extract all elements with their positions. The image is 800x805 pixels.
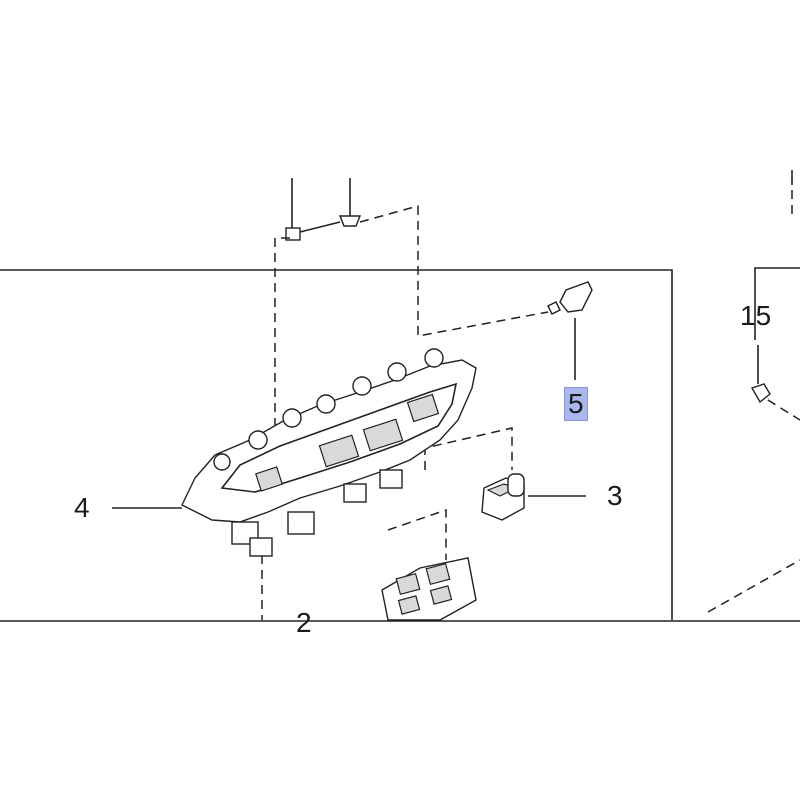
bezel-lower-tabs: [231, 469, 403, 557]
bezel-opening: [406, 393, 440, 423]
mount-tab: [213, 453, 231, 471]
mount-tab: [248, 430, 268, 450]
dash-leader-switch3: [424, 427, 513, 470]
single-switch-part: [481, 473, 525, 521]
trim-cap-clip: [547, 301, 561, 315]
lower-tab: [287, 511, 315, 535]
side-frame: [754, 267, 800, 340]
callout-2: 2: [296, 607, 312, 638]
screw-left: [285, 227, 301, 241]
dash-leader-screw-left: [274, 237, 290, 440]
bezel-opening: [255, 466, 283, 492]
mount-tab: [282, 408, 302, 428]
clip-15-part: [750, 383, 771, 404]
dash-leader-clip: [359, 205, 549, 337]
lower-tab: [343, 483, 367, 503]
bezel-opening: [318, 434, 360, 468]
mount-tab: [424, 348, 444, 368]
mount-tab: [387, 362, 407, 382]
dash-leader-right: [707, 559, 800, 613]
bezel-opening: [362, 418, 404, 452]
mount-tab: [352, 376, 372, 396]
assembly-frame: [0, 269, 673, 620]
lower-tab: [249, 537, 273, 557]
callout-5: 5: [564, 387, 588, 421]
dash-leader-switch2: [387, 508, 447, 560]
callout-3: 3: [607, 480, 623, 511]
master-switch-part: [381, 557, 477, 621]
lower-tab: [379, 469, 403, 489]
trim-cap-part: [559, 281, 593, 313]
bezel-mount-tabs: [213, 348, 444, 471]
bezel-inner: [220, 382, 458, 493]
clip-right: [338, 215, 362, 227]
callout-15: 15: [740, 300, 772, 331]
bezel-part: [181, 359, 477, 523]
mount-tab: [316, 394, 336, 414]
callout-4: 4: [74, 492, 90, 523]
screw-shaft: [299, 221, 341, 233]
